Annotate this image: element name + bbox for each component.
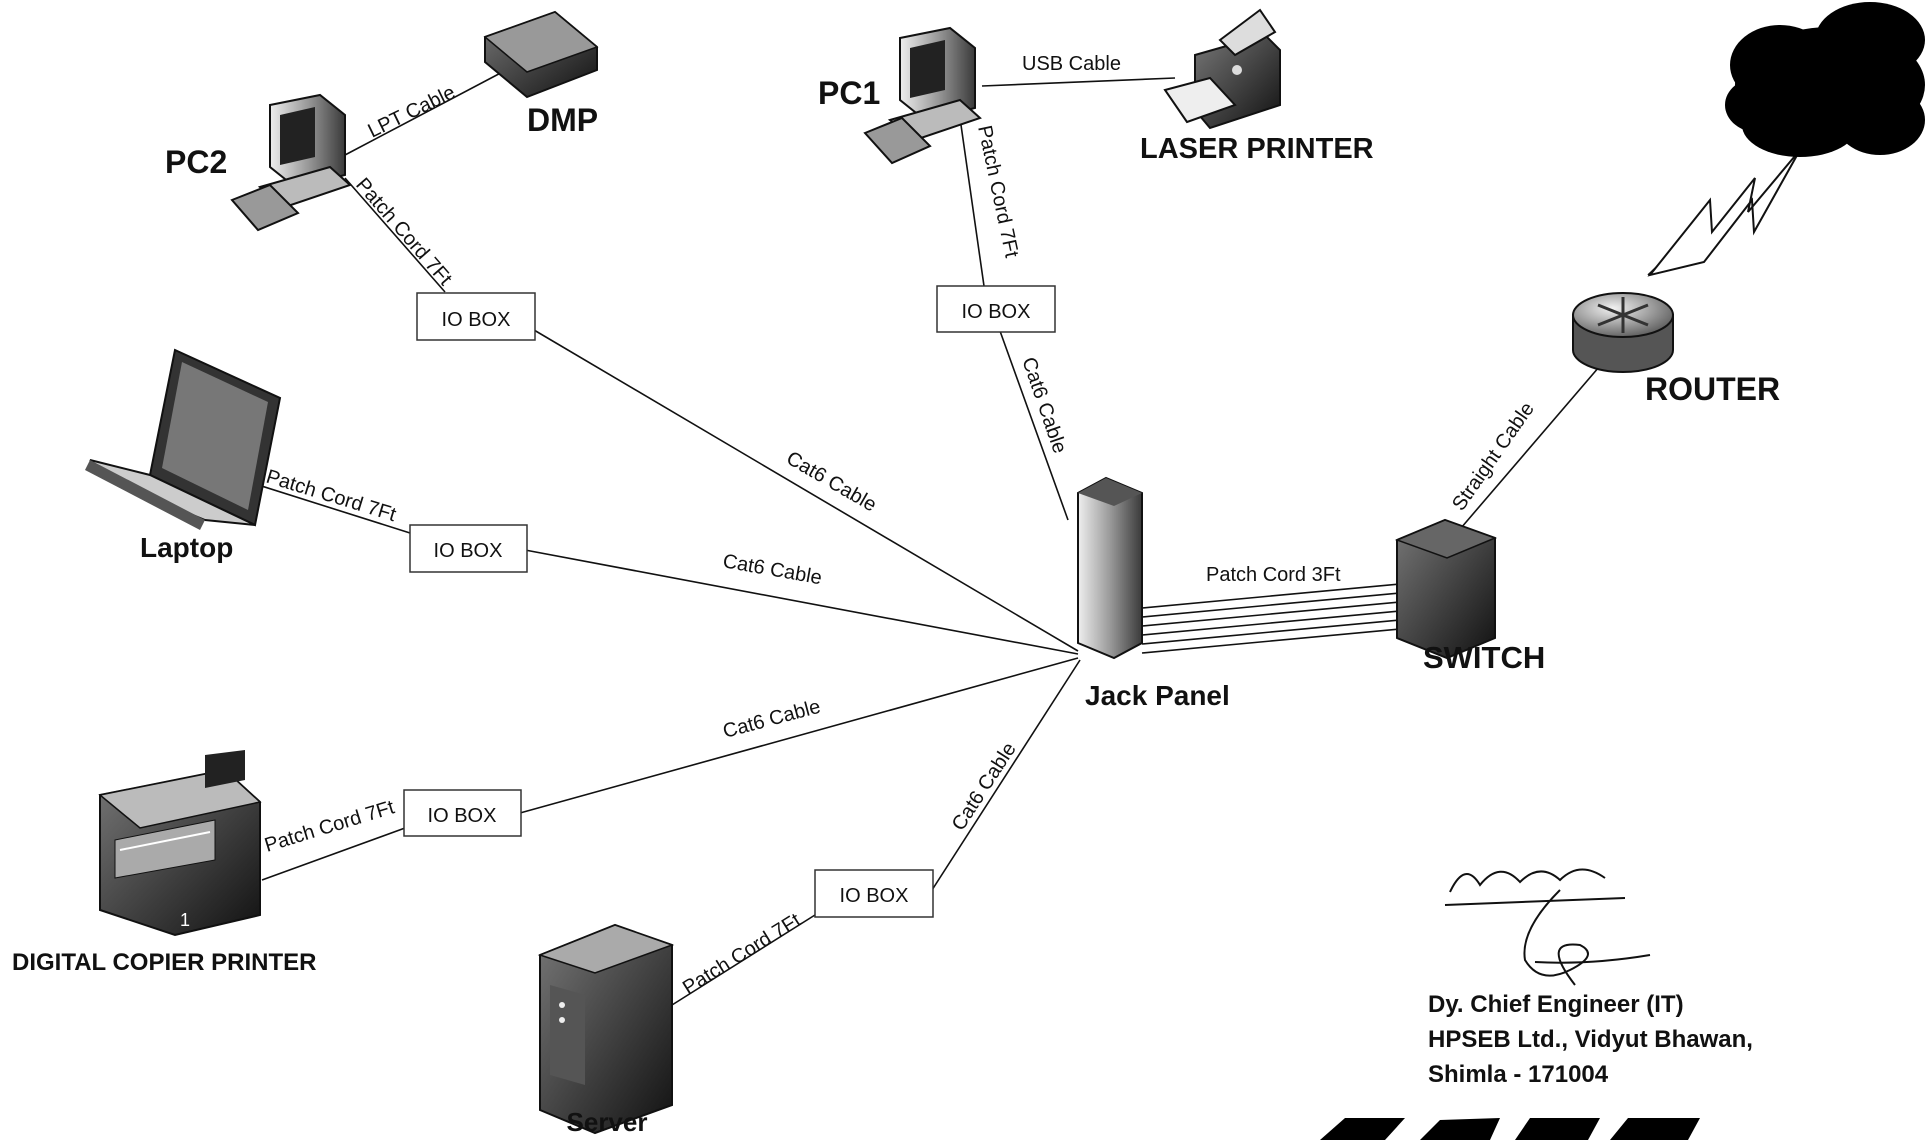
pc2-patch-label: Patch Cord 7Ft [351, 174, 456, 290]
patch-cord-3ft-label: Patch Cord 3Ft [1206, 564, 1341, 586]
io-box-pc2-label: IO BOX [442, 309, 511, 331]
server-label: Server [567, 1107, 648, 1137]
approval-line-3: Shimla - 171004 [1428, 1061, 1609, 1088]
pc1-label: PC1 [818, 75, 880, 111]
io-box-pc2: IO BOX [416, 292, 536, 341]
router-label: ROUTER [1645, 371, 1780, 407]
straight-cable-line [1454, 359, 1606, 536]
patch-cord-3ft-lines [1141, 583, 1401, 654]
cat6-copier-line [519, 657, 1079, 814]
connection-lines [251, 66, 1691, 1006]
pc1-patch-line [959, 117, 986, 294]
lpt-cable-label: LPT Cable [365, 81, 459, 142]
cat6-pc2-line [533, 329, 1079, 652]
io-box-laptop-label: IO BOX [434, 540, 503, 562]
copier-badge: 1 [180, 910, 190, 930]
pc2-label: PC2 [165, 144, 227, 180]
digital-copier-printer-label: DIGITAL COPIER PRINTER [12, 949, 316, 976]
cat6-server-line [931, 659, 1081, 891]
laptop-patch-label: Patch Cord 7Ft [264, 466, 399, 526]
cat6-server-label: Cat6 Cable [948, 739, 1021, 835]
laptop-patch-line [251, 482, 411, 534]
signature-mark [1444, 868, 1651, 986]
approval-line-2: HPSEB Ltd., Vidyut Bhawan, [1428, 1026, 1753, 1053]
lpt-cable-line [344, 66, 513, 156]
cat6-pc1-label: Cat6 Cable [1017, 354, 1070, 456]
cat6-laptop-label: Cat6 Cable [721, 550, 823, 589]
io-box-server: IO BOX [814, 869, 934, 918]
digital-copier-printer-icon [98, 750, 262, 937]
logo-fragment [1320, 1118, 1700, 1140]
laser-printer-label: LASER PRINTER [1140, 133, 1374, 165]
server-patch-label: Patch Cord 7Ft [679, 909, 805, 999]
cat6-pc1-line [999, 330, 1069, 521]
usb-cable-line [981, 77, 1176, 87]
laser-printer-icon [1163, 8, 1281, 130]
dmp-printer-icon [483, 10, 599, 99]
switch-icon [1394, 518, 1498, 660]
cat6-copier-label: Cat6 Cable [721, 696, 823, 743]
copier-patch-label: Patch Cord 7Ft [262, 796, 397, 856]
io-box-copier-label: IO BOX [428, 805, 497, 827]
pc1-computer-icon [863, 26, 982, 165]
jack-panel-label: Jack Panel [1085, 680, 1230, 711]
cat6-laptop-line [524, 549, 1079, 655]
approval-line-1: Dy. Chief Engineer (IT) [1428, 991, 1684, 1018]
io-box-server-label: IO BOX [840, 885, 909, 907]
pc1-patch-label: Patch Cord 7Ft [973, 123, 1023, 260]
io-box-copier: IO BOX [403, 789, 522, 837]
straight-cable-label: Straight Cable [1448, 398, 1539, 514]
pc2-patch-line [344, 177, 446, 293]
io-box-pc1: IO BOX [936, 285, 1056, 333]
pc2-computer-icon [230, 93, 352, 232]
wireless-link-icon [1647, 149, 1801, 277]
usb-cable-label: USB Cable [1022, 53, 1121, 75]
laptop-icon [85, 348, 282, 530]
switch-label: SWITCH [1423, 640, 1545, 675]
server-patch-line [671, 914, 816, 1006]
dmp-label: DMP [527, 102, 598, 138]
router-icon [1572, 292, 1674, 373]
server-icon [537, 923, 675, 1135]
copier-patch-line [261, 827, 406, 881]
laptop-label: Laptop [140, 532, 233, 563]
io-box-pc1-label: IO BOX [962, 301, 1031, 323]
internet-cloud-icon [1725, 2, 1925, 157]
jack-panel-icon [1077, 476, 1143, 660]
io-box-laptop: IO BOX [409, 524, 528, 573]
